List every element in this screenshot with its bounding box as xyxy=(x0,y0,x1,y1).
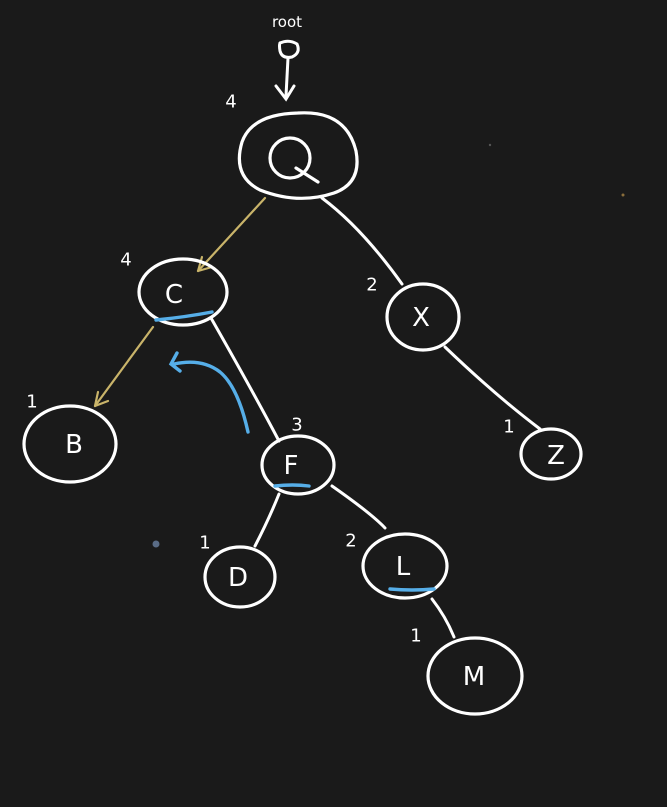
edge-Q-X xyxy=(320,196,404,286)
root-pointer: root xyxy=(272,13,302,102)
node-L-height: 2 xyxy=(345,531,356,552)
rotation-arrow-curve xyxy=(172,360,250,434)
rotation-arrow xyxy=(168,351,250,434)
node-F-circle xyxy=(260,434,336,496)
tree-nodes: 4 C 4 X 2 B 1 F 3 xyxy=(22,92,583,716)
node-M-height: 1 xyxy=(410,626,421,647)
node-B-letter: B xyxy=(65,430,83,460)
node-D-letter: D xyxy=(228,563,248,593)
node-Z-circle xyxy=(519,427,583,481)
node-C-circle xyxy=(137,257,229,327)
node-Q-letter-ring xyxy=(268,136,312,180)
node-L: L 2 xyxy=(345,531,449,600)
node-B: B 1 xyxy=(22,392,118,484)
edge-X-Z xyxy=(443,345,542,431)
node-D: D 1 xyxy=(199,533,277,609)
node-F: F 3 xyxy=(260,415,336,496)
node-B-height: 1 xyxy=(26,392,37,413)
edge-F-D xyxy=(253,492,281,548)
node-C-underline xyxy=(154,310,214,322)
edge-C-B xyxy=(93,325,155,408)
node-C-letter: C xyxy=(165,280,183,310)
stray-dots xyxy=(152,143,625,548)
edge-Q-C xyxy=(196,196,267,273)
tree-edges xyxy=(93,196,542,639)
rotation-arrow-head xyxy=(168,351,182,373)
node-D-circle xyxy=(203,545,277,609)
node-F-underline xyxy=(273,483,311,488)
node-L-letter: L xyxy=(396,552,411,582)
node-X: X 2 xyxy=(366,275,461,352)
node-M-letter: M xyxy=(463,662,485,692)
node-F-letter: F xyxy=(284,451,299,481)
node-C: C 4 xyxy=(120,250,229,327)
node-D-height: 1 xyxy=(199,533,210,554)
root-pointer-box xyxy=(278,39,300,59)
node-M-circle xyxy=(426,636,524,716)
edge-Q-C-arrowhead xyxy=(196,255,214,273)
root-pointer-arrow-shaft xyxy=(284,56,290,98)
node-B-circle xyxy=(22,404,118,484)
node-Q: 4 xyxy=(225,92,359,200)
node-L-circle xyxy=(361,532,449,600)
edge-C-B-arrowhead xyxy=(93,390,110,408)
root-pointer-arrowhead xyxy=(274,84,296,102)
node-Z-letter: Z xyxy=(547,441,565,471)
edge-F-L xyxy=(330,484,387,530)
node-F-height: 3 xyxy=(291,415,302,436)
node-Z-height: 1 xyxy=(503,417,514,438)
node-Z: Z 1 xyxy=(503,417,583,481)
node-C-height: 4 xyxy=(120,250,131,271)
node-Q-height: 4 xyxy=(225,92,236,113)
root-label: root xyxy=(272,13,302,31)
node-X-letter: X xyxy=(412,303,430,333)
node-L-underline xyxy=(388,587,436,592)
edge-L-M xyxy=(430,597,456,639)
node-Q-tail xyxy=(294,166,320,184)
node-Q-circle xyxy=(237,111,359,200)
stray-dot xyxy=(488,143,492,147)
stray-dot xyxy=(152,540,160,548)
node-X-circle xyxy=(385,282,461,352)
node-X-height: 2 xyxy=(366,275,377,296)
stray-dot xyxy=(621,193,625,197)
node-M: M 1 xyxy=(410,626,524,716)
edge-C-F xyxy=(209,316,281,443)
